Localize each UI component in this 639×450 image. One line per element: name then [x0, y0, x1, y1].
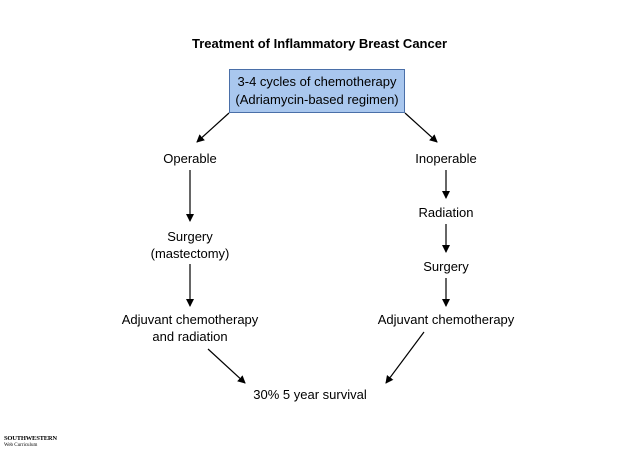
arrow-left-adjuvant-to-survival	[207, 348, 246, 384]
arrow-start-to-inoperable	[404, 112, 438, 143]
inoperable-node: Inoperable	[415, 151, 477, 166]
operable-node: Operable	[163, 151, 217, 166]
surgery-node: Surgery	[423, 259, 469, 274]
diagram-title: Treatment of Inflammatory Breast Cancer	[191, 36, 448, 51]
surgery-label: Surgery	[167, 229, 213, 244]
survival-outcome-node: 30% 5 year survival	[253, 387, 367, 402]
and-radiation-label: and radiation	[152, 329, 228, 344]
surgery-mastectomy-node: Surgery (mastectomy)	[130, 228, 250, 262]
adjuvant-chemo-radiation-node: Adjuvant chemotherapy and radiation	[100, 311, 280, 345]
arrow-right-adjuvant-to-survival	[385, 331, 425, 384]
adjuvant-chemotherapy-node: Adjuvant chemotherapy	[377, 312, 515, 327]
logo-line1: SOUTHWESTERN	[4, 435, 57, 442]
logo-line2: Web Curriculum	[4, 442, 38, 448]
southwestern-logo: SOUTHWESTERN Web Curriculum	[4, 435, 57, 448]
chemotherapy-start-node: 3-4 cycles of chemotherapy (Adriamycin-b…	[229, 69, 405, 113]
mastectomy-label: (mastectomy)	[150, 246, 230, 261]
adjuvant-chemo-label: Adjuvant chemotherapy	[121, 312, 259, 327]
arrow-start-to-operable	[196, 112, 230, 143]
start-node-line1: 3-4 cycles of chemotherapy	[237, 74, 397, 89]
start-node-line2: (Adriamycin-based regimen)	[235, 92, 399, 107]
radiation-node: Radiation	[418, 205, 474, 220]
